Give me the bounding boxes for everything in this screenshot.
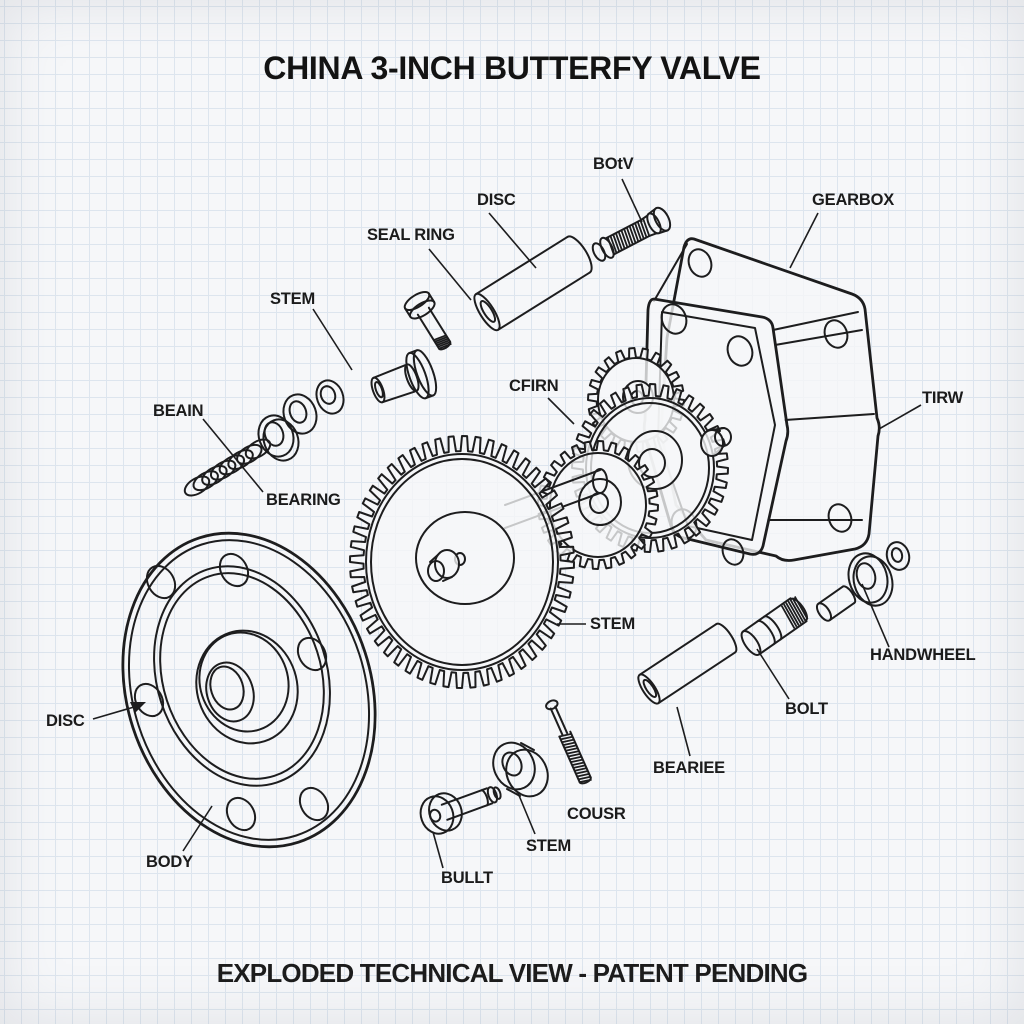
washer-rings bbox=[257, 379, 345, 462]
label-seal-ring: SEAL RING bbox=[367, 226, 455, 244]
label-beain: BEAIN bbox=[153, 402, 204, 420]
body-flange bbox=[121, 531, 377, 849]
upper-hex-bolt bbox=[403, 291, 452, 351]
cousr-stud bbox=[545, 699, 592, 785]
stem-bushing bbox=[370, 349, 438, 404]
caption: EXPLODED TECHNICAL VIEW - PATENT PENDING bbox=[216, 958, 808, 988]
gear-cluster bbox=[537, 347, 732, 570]
label-gearbox: GEARBOX bbox=[812, 191, 895, 209]
leader-lines bbox=[92, 178, 922, 869]
label-stem-mid: STEM bbox=[590, 615, 636, 633]
page-title: CHINA 3-INCH BUTTERFY VALVE bbox=[263, 50, 761, 86]
label-disc-left: DISC bbox=[46, 712, 85, 730]
label-stem-upper: STEM bbox=[270, 290, 316, 308]
handwheel-parts bbox=[815, 541, 911, 622]
label-body: BODY bbox=[146, 853, 193, 871]
spring bbox=[183, 438, 272, 497]
label-bullt: BULLT bbox=[441, 869, 493, 887]
seal-ring-cylinder bbox=[473, 235, 593, 332]
beariee-cylinder bbox=[637, 622, 738, 705]
bolt-pin bbox=[740, 596, 809, 656]
top-bolt bbox=[591, 206, 672, 262]
bullt-bolt bbox=[419, 786, 502, 835]
label-handwheel: HANDWHEEL bbox=[870, 646, 976, 664]
label-bolv: BOtV bbox=[593, 155, 634, 173]
main-gear bbox=[349, 435, 575, 689]
label-cfirn: CFIRN bbox=[509, 377, 559, 395]
label-tirw: TIRW bbox=[922, 389, 964, 407]
label-beariee: BEARIEE bbox=[653, 759, 725, 777]
stem-nut bbox=[492, 741, 549, 798]
label-bearing: BEARING bbox=[266, 491, 341, 509]
label-stem-lower: STEM bbox=[526, 837, 572, 855]
label-disc-top: DISC bbox=[477, 191, 516, 209]
label-cousr: COUSR bbox=[567, 805, 626, 823]
label-bolt: BOLT bbox=[785, 700, 828, 718]
